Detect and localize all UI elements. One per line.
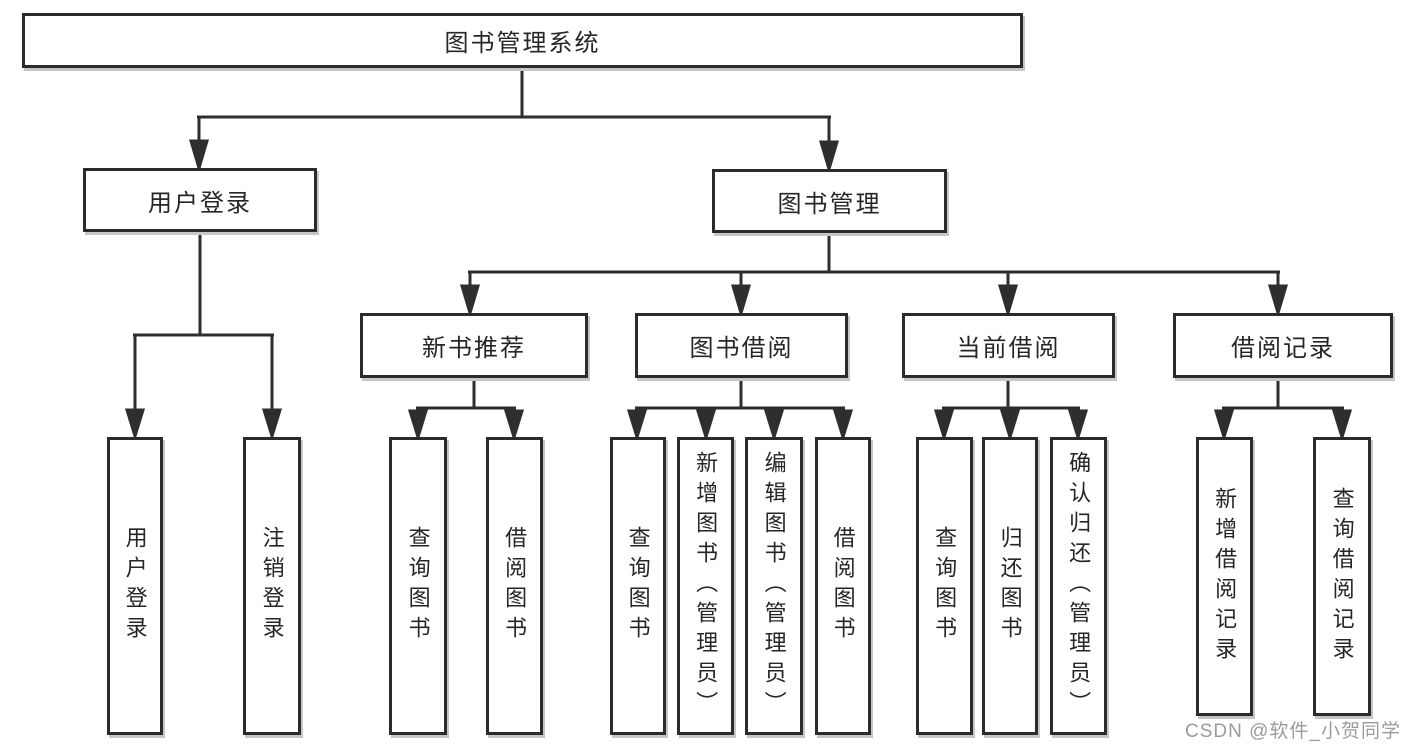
node-label: 当前借阅 — [956, 335, 1061, 362]
node-label: 新书推荐 — [422, 335, 526, 362]
leaf-confirm-return-admin: 确认归还（管理员） — [1050, 437, 1107, 735]
leaf-borrow-books-recommend: 借阅图书 — [486, 437, 543, 735]
csdn-watermark: CSDN @软件_小贺同学 — [1185, 721, 1401, 742]
node-library-management-system: 图书管理系统 — [22, 13, 1023, 68]
node-label: 图书管理系统 — [444, 30, 601, 57]
node-label: 用户登录 — [148, 189, 252, 217]
leaf-label: 用户登录 — [122, 526, 148, 646]
leaf-borrow-books: 借阅图书 — [815, 437, 871, 735]
leaf-label: 查询图书 — [625, 526, 651, 646]
leaf-label: 借阅图书 — [502, 526, 528, 646]
leaf-label: 注销登录 — [259, 526, 285, 646]
node-book-borrowing: 图书借阅 — [635, 313, 848, 378]
leaf-query-borrow-record: 查询借阅记录 — [1313, 437, 1371, 716]
leaf-return-books: 归还图书 — [982, 437, 1038, 735]
node-label: 图书借阅 — [689, 335, 794, 362]
leaf-add-borrow-record: 新增借阅记录 — [1196, 437, 1253, 716]
leaf-label: 归还图书 — [997, 526, 1023, 646]
leaf-query-books-borrow: 查询图书 — [610, 437, 666, 735]
leaf-logout: 注销登录 — [243, 437, 301, 735]
leaf-label: 编辑图书（管理员） — [761, 451, 787, 721]
node-current-borrowing: 当前借阅 — [902, 313, 1115, 378]
leaf-label: 借阅图书 — [830, 526, 856, 646]
node-label: 借阅记录 — [1231, 335, 1335, 362]
leaf-label: 查询图书 — [932, 526, 958, 646]
node-user-login: 用户登录 — [83, 168, 317, 232]
leaf-label: 查询借阅记录 — [1329, 486, 1355, 667]
leaf-label: 新增借阅记录 — [1212, 486, 1238, 667]
node-book-management: 图书管理 — [712, 169, 947, 233]
leaf-label: 确认归还（管理员） — [1066, 451, 1092, 721]
leaf-user-login: 用户登录 — [107, 437, 163, 735]
node-new-book-recommend: 新书推荐 — [360, 313, 588, 378]
leaf-query-books-current: 查询图书 — [916, 437, 973, 735]
leaf-label: 查询图书 — [405, 526, 431, 646]
leaf-add-books-admin: 新增图书（管理员） — [677, 437, 734, 735]
node-label: 图书管理 — [777, 190, 882, 218]
node-borrowing-records: 借阅记录 — [1173, 313, 1393, 378]
leaf-label: 新增图书（管理员） — [693, 451, 719, 721]
leaf-edit-books-admin: 编辑图书（管理员） — [745, 437, 803, 735]
leaf-query-books-recommend: 查询图书 — [389, 437, 447, 735]
